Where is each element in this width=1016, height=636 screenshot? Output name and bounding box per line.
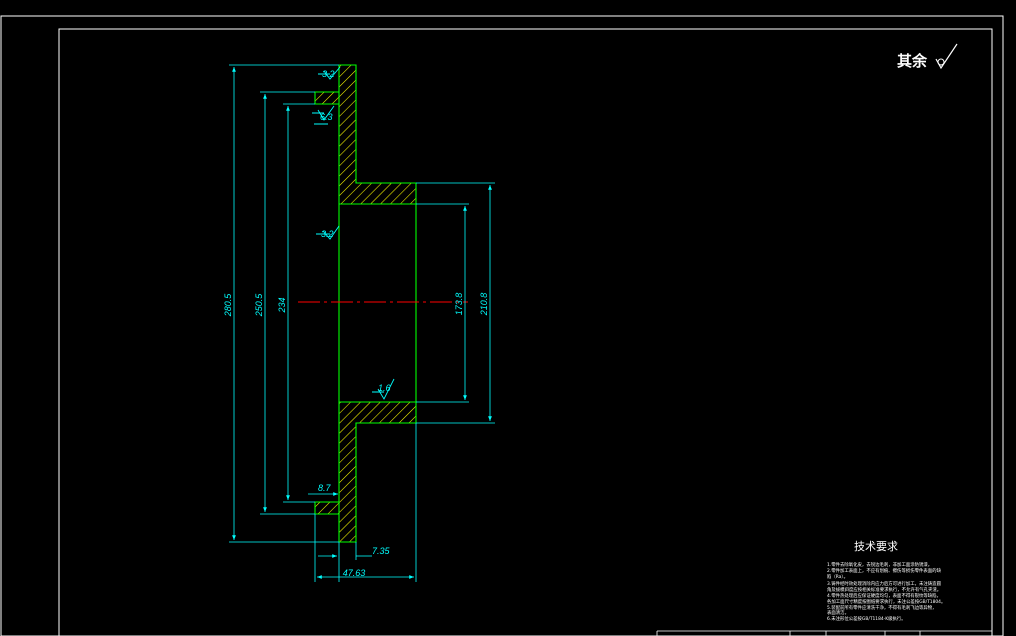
technical-requirements: 技术要求 1.零件去除氧化皮，去锐边毛刺，非加工面涂防锈漆。 2.零件加工表面上… <box>827 540 945 622</box>
tech-req-line-8: 5.装配前所有零件应清洗干净，不得有毛刺飞边等异物， <box>827 604 937 611</box>
tech-req-line-9: 表面清洁。 <box>827 609 849 616</box>
tech-req-line-10: 6.未注形位公差按GB/T1184-K级执行。 <box>827 615 906 622</box>
part-outline <box>314 64 417 543</box>
part-section-hatch <box>315 65 416 542</box>
tech-req-title: 技术要求 <box>854 540 898 553</box>
roughness-mark-1 <box>318 66 341 80</box>
tech-req-line-6: 4.零件热处理后应保证硬度均匀，表面不得有裂纹等缺陷， <box>827 592 941 599</box>
roughness-marks <box>312 66 395 400</box>
dim-mid-diameter: 250.5 <box>254 293 264 318</box>
dim-flange-width: 7.35 <box>372 546 391 556</box>
dim-step-width: 8.7 <box>318 483 332 493</box>
drawing-border <box>58 28 993 636</box>
dim-inner-diameter: 234 <box>277 297 287 313</box>
roughness-value-3: 3.2 <box>321 229 334 239</box>
tech-req-line-4: 3.铸件经时效处理消除内应力后方可进行加工，未注铸造圆 <box>827 580 942 587</box>
tech-req-line-2: 2.零件加工表面上，不应有划痕、擦伤等损伤零件表面的缺 <box>827 567 942 574</box>
title-block <box>656 630 992 636</box>
roughness-mark-3 <box>316 225 340 240</box>
dim-total-width: 47.63 <box>343 568 366 578</box>
roughness-value-2: 6.3 <box>320 112 333 122</box>
tech-req-line-7: 各加工面尺寸精度按图纸要求执行，未注公差按GB/T1804。 <box>827 598 945 605</box>
surface-roughness-note: 其余 <box>897 43 958 70</box>
roughness-mark-2 <box>312 105 335 125</box>
dim-bore-diameter: 173.8 <box>454 293 464 316</box>
tech-req-line-3: 陷（Ra）。 <box>827 573 848 580</box>
roughness-value-1: 3.2 <box>322 69 335 79</box>
tech-req-line-1: 1.零件去除氧化皮，去锐边毛刺，非加工面涂防锈漆。 <box>827 561 932 568</box>
outer-frame <box>0 15 1004 636</box>
surface-roughness-check-icon <box>935 43 958 70</box>
tech-req-line-5: 角及拔模斜度应按相关标准要求执行，不允许有气孔夹渣。 <box>827 586 941 593</box>
dimension-lines <box>229 64 495 582</box>
surface-note-text: 其余 <box>897 52 928 70</box>
dim-hub-diameter: 210.8 <box>479 293 489 317</box>
roughness-value-4: 1.6 <box>378 383 391 393</box>
roughness-mark-4 <box>372 378 395 400</box>
dim-outer-diameter: 280.5 <box>223 293 233 318</box>
